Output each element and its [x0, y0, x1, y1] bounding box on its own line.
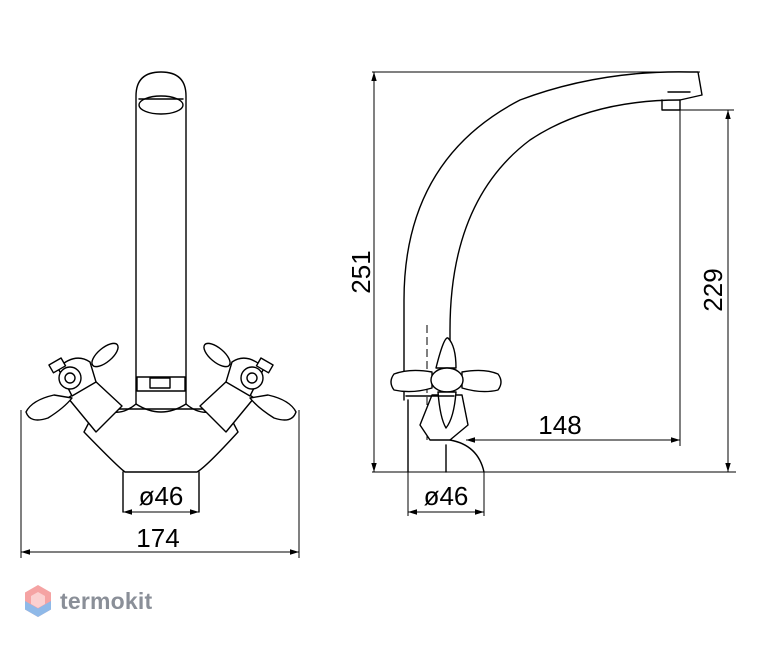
side-view: 251 229 148 ø46: [346, 71, 736, 516]
front-right-handle: [199, 342, 297, 433]
front-width-label: 174: [136, 523, 179, 553]
side-diameter-label: ø46: [424, 481, 469, 511]
side-base: [407, 399, 485, 473]
front-spout-column: [135, 71, 187, 405]
front-spout-collar: [136, 376, 186, 392]
front-spout-outlet: [138, 95, 184, 115]
side-total-height-label: 251: [346, 250, 376, 293]
front-view: ø46 174: [20, 71, 300, 558]
front-left-handle: [25, 342, 123, 433]
brand-name: termokit: [60, 587, 153, 614]
side-reach-label: 148: [538, 410, 581, 440]
brand-watermark: termokit: [24, 584, 152, 618]
front-diameter-label: ø46: [139, 481, 184, 511]
side-spout-height-label: 229: [698, 268, 728, 311]
side-handle: [390, 337, 502, 441]
termokit-logo-icon: [25, 585, 51, 617]
